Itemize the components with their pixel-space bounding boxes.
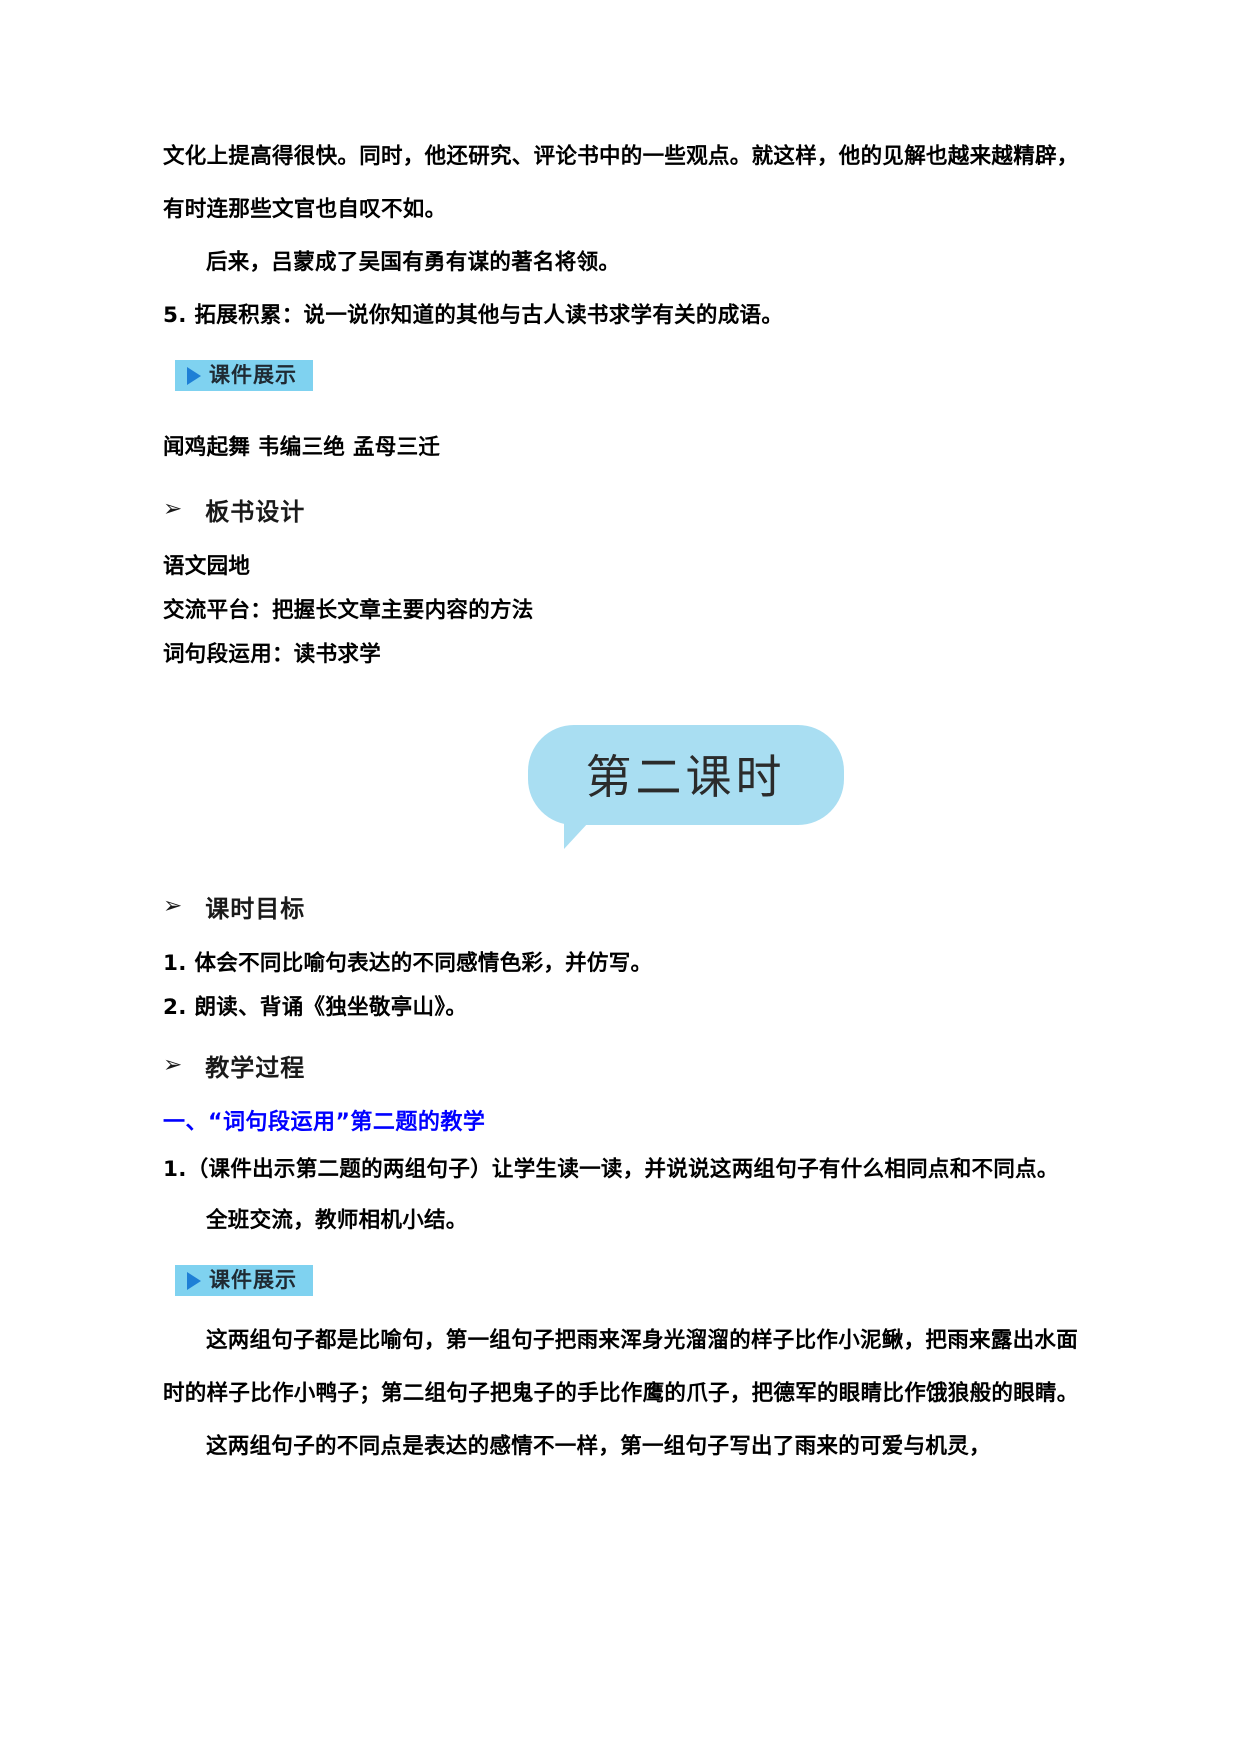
spacer: [163, 527, 1098, 545]
section-heading-objectives-label: 课时目标: [205, 895, 306, 923]
objective-item-2: 2. 朗读、背诵《独坐敬亭山》。: [163, 995, 468, 1020]
spacer: [163, 1247, 1098, 1265]
arrow-bullet-icon: ➢: [163, 893, 184, 919]
board-line-2: 交流平台：把握长文章主要内容的方法: [163, 598, 534, 623]
section-heading-process-label: 教学过程: [205, 1054, 306, 1082]
spacer: [163, 924, 1098, 942]
play-triangle-icon: [187, 366, 201, 385]
board-line-1: 语文园地: [163, 554, 251, 579]
courseware-badge-2-wrap: 课件展示: [163, 1265, 1098, 1296]
answer-paragraph-1: 这两组句子都是比喻句，第一组句子把雨来浑身光溜溜的样子比作小泥鳅，把雨来露出水面…: [163, 1328, 1079, 1406]
spacer: [163, 391, 1098, 421]
courseware-badge-1-wrap: 课件展示: [163, 360, 1098, 391]
spacer: [163, 474, 1098, 492]
lesson-period-bubble: 第二课时: [527, 725, 844, 849]
item-5-expand-accumulate: 5. 拓展积累：说一说你知道的其他与古人读书求学有关的成语。: [163, 303, 784, 328]
courseware-badge-1[interactable]: 课件展示: [175, 360, 313, 391]
process-step-1: 1.（课件出示第二题的两组句子）让学生读一读，并说说这两组句子有什么相同点和不同…: [163, 1157, 1059, 1182]
document-content: 文化上提高得很快。同时，他还研究、评论书中的一些观点。就这样，他的见解也越来越精…: [163, 130, 1098, 1473]
lesson-bubble-wrap: 第二课时: [163, 725, 1098, 849]
idioms-line: 闻鸡起舞 韦编三绝 孟母三迁: [163, 435, 441, 460]
objective-item-1: 1. 体会不同比喻句表达的不同感情色彩，并仿写。: [163, 951, 653, 976]
paragraph-lu-meng-1: 文化上提高得很快。同时，他还研究、评论书中的一些观点。就这样，他的见解也越来越精…: [163, 144, 1079, 222]
section-heading-board-design: ➢ 板书设计: [163, 492, 1098, 527]
section-heading-board-design-label: 板书设计: [205, 498, 306, 526]
play-triangle-icon: [187, 1271, 201, 1290]
spacer: [163, 342, 1098, 360]
answer-paragraph-2: 这两组句子的不同点是表达的感情不一样，第一组句子写出了雨来的可爱与机灵，: [206, 1434, 991, 1459]
section-heading-process: ➢ 教学过程: [163, 1048, 1098, 1083]
process-step-1-followup: 全班交流，教师相机小结。: [206, 1208, 468, 1233]
subsection-heading-blue: 一、“词句段运用”第二题的教学: [163, 1110, 486, 1135]
board-line-3: 词句段运用：读书求学: [163, 642, 382, 667]
arrow-bullet-icon: ➢: [163, 1052, 184, 1078]
arrow-bullet-icon: ➢: [163, 496, 184, 522]
lesson-period-label: 第二课时: [585, 750, 786, 804]
section-heading-objectives: ➢ 课时目标: [163, 889, 1098, 924]
courseware-badge-1-label: 课件展示: [209, 363, 297, 387]
spacer: [163, 1296, 1098, 1314]
spacer: [163, 1083, 1098, 1101]
courseware-badge-2[interactable]: 课件展示: [175, 1265, 313, 1296]
courseware-badge-2-label: 课件展示: [209, 1268, 297, 1292]
paragraph-lu-meng-2: 后来，吕蒙成了吴国有勇有谋的著名将领。: [206, 250, 621, 275]
spacer: [163, 1030, 1098, 1048]
